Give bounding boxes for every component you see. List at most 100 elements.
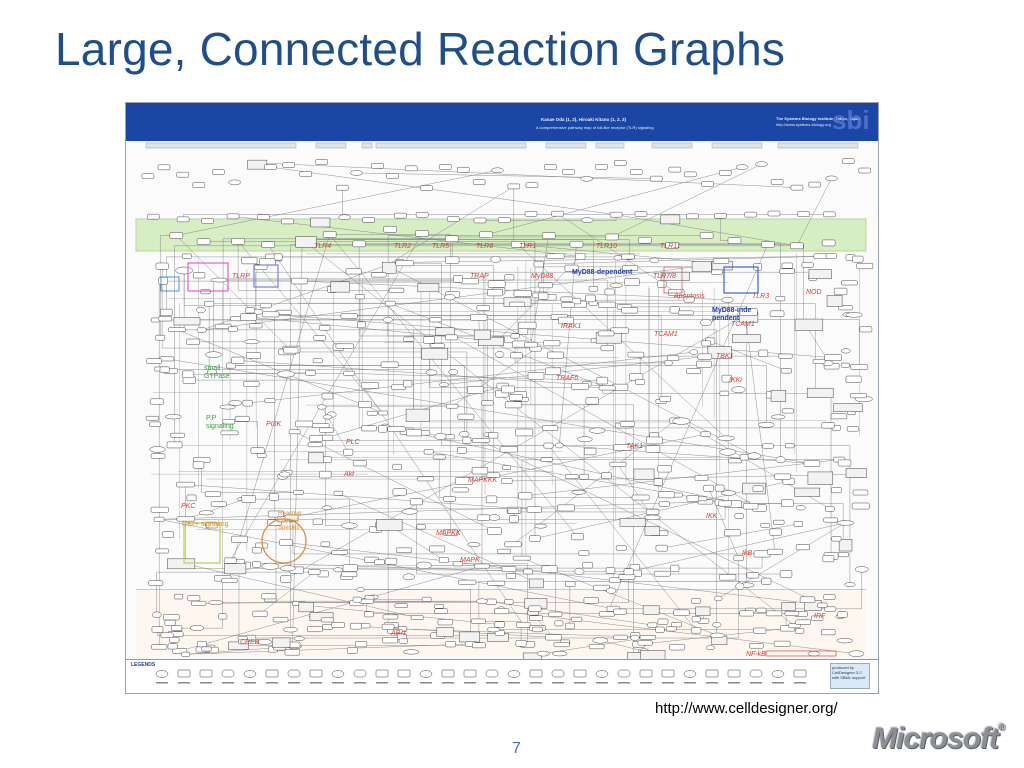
species-node: [513, 290, 532, 297]
species-node: [445, 641, 456, 648]
species-node: [231, 238, 245, 245]
species-node: [795, 505, 806, 511]
legend-symbol: [309, 669, 323, 678]
species-node: [398, 638, 408, 644]
species-node: [160, 632, 174, 638]
ligand-group-bar: [545, 142, 587, 149]
species-node: [281, 218, 294, 225]
species-node: [771, 414, 786, 420]
species-node: [781, 499, 794, 507]
species-node: [307, 442, 323, 448]
species-node: [305, 370, 316, 376]
reaction-edge: [457, 563, 528, 645]
species-node: [821, 239, 836, 247]
reaction-edge: [292, 239, 303, 653]
species-node: [220, 430, 239, 436]
species-node: [825, 506, 835, 512]
species-node: [403, 649, 420, 655]
legend-symbols: [155, 669, 807, 684]
reaction-edge: [349, 315, 662, 402]
species-node: [758, 421, 775, 428]
legend-caption-mark: [442, 682, 454, 684]
species-node: [231, 356, 245, 364]
species-node: [160, 308, 173, 317]
species-node: [378, 425, 388, 433]
complex-node: [695, 606, 711, 616]
species-node: [176, 481, 195, 488]
legend-caption-mark: [266, 682, 278, 684]
species-node: [808, 181, 821, 188]
species-node: [714, 595, 723, 602]
species-node: [621, 307, 639, 314]
species-node: [613, 634, 628, 640]
species-node: [359, 598, 374, 604]
species-node: [322, 624, 333, 630]
reaction-edge: [329, 234, 578, 537]
species-node: [291, 277, 308, 285]
species-node: [532, 626, 543, 633]
species-node: [192, 272, 206, 279]
species-node: [749, 643, 764, 649]
species-node: [841, 348, 851, 354]
reaction-edge: [166, 256, 630, 313]
species-node: [548, 611, 563, 617]
reaction-edge: [359, 296, 516, 337]
species-node: [308, 569, 321, 575]
complex-node: [794, 318, 824, 331]
species-node: [228, 400, 243, 406]
species-node: [234, 415, 250, 422]
reaction-edge: [174, 245, 797, 445]
species-node: [699, 232, 714, 239]
source-url[interactable]: http://www.celldesigner.org/: [655, 700, 838, 717]
species-node: [770, 179, 784, 185]
species-node: [795, 619, 811, 625]
label-tlr3: TLR3: [752, 293, 770, 300]
species-node: [668, 166, 682, 173]
species-node: [717, 435, 735, 441]
species-node: [673, 609, 690, 616]
reaction-edge: [628, 522, 846, 573]
legend-symbol: [507, 670, 521, 678]
species-node: [669, 644, 685, 651]
species-node: [629, 169, 643, 175]
legend-symbol: [397, 669, 411, 678]
species-node: [504, 401, 523, 409]
complex-node: [732, 334, 761, 343]
species-node: [837, 552, 849, 558]
species-node: [537, 282, 553, 289]
species-node: [542, 232, 556, 239]
species-node: [439, 164, 452, 170]
species-node: [366, 410, 378, 416]
species-node: [241, 495, 256, 503]
species-node: [488, 432, 499, 439]
species-node: [444, 294, 456, 301]
species-node: [210, 277, 228, 283]
reaction-edge: [175, 561, 418, 618]
reaction-edge: [439, 456, 641, 498]
legend-symbol: [353, 669, 367, 678]
species-node: [318, 325, 331, 331]
legend-symbol: [177, 669, 191, 678]
label-creb: CREB: [240, 639, 260, 646]
complex-node: [417, 283, 440, 293]
label-apoptosis: Apoptosis: [674, 293, 705, 300]
species-node: [442, 529, 459, 536]
reaction-edge: [359, 243, 781, 460]
species-node: [643, 514, 661, 521]
species-node: [691, 627, 702, 634]
species-node: [799, 596, 816, 603]
highlight-box-magenta: [187, 262, 229, 292]
reaction-edge: [600, 640, 644, 652]
species-node: [479, 231, 493, 239]
complex-node: [770, 389, 787, 402]
species-node: [403, 336, 415, 342]
species-node: [504, 274, 515, 281]
label-tlr1: TLR1: [519, 243, 537, 250]
pathway-diagram: [126, 103, 878, 693]
species-node: [516, 621, 531, 628]
highlight-box-red: [663, 266, 683, 294]
species-node: [547, 351, 564, 359]
reaction-edge: [270, 166, 617, 215]
species-node: [823, 594, 836, 600]
legend-caption-mark: [398, 682, 410, 684]
